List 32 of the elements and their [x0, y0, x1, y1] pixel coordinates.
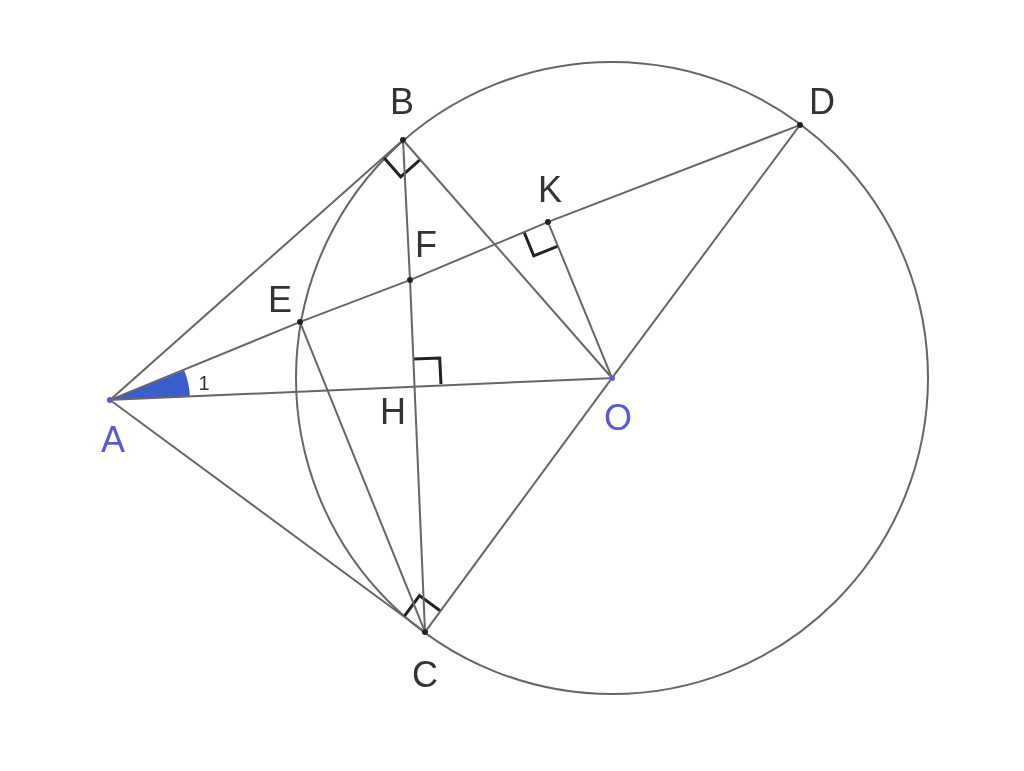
point-label: A	[101, 422, 125, 458]
line-segment	[548, 223, 612, 377]
line-segment	[425, 379, 612, 631]
angle-label: 1	[198, 373, 210, 393]
line-segment	[112, 377, 610, 401]
point-dot	[107, 397, 113, 403]
point-label: D	[809, 84, 835, 120]
point-label: B	[390, 84, 414, 120]
point-dot	[400, 137, 406, 143]
point-label: F	[415, 227, 437, 263]
point-dot	[545, 219, 551, 225]
line-segment	[111, 141, 402, 399]
line-segment	[300, 323, 425, 631]
point-label: E	[268, 282, 292, 318]
point-label: C	[412, 657, 438, 693]
point-dot	[422, 629, 428, 635]
line-segment	[549, 125, 799, 222]
line-segment	[402, 142, 411, 278]
line-segment	[111, 322, 299, 400]
point-dot	[297, 319, 303, 325]
line-segment	[404, 141, 611, 377]
line-segment	[612, 126, 800, 377]
point-dot	[407, 277, 413, 283]
point-label: K	[538, 172, 562, 208]
point-dot	[609, 375, 615, 381]
line-segment	[409, 282, 426, 630]
point-dot	[797, 122, 803, 128]
point-label: O	[604, 400, 632, 436]
line-segment	[301, 280, 409, 322]
point-label: H	[380, 394, 406, 430]
line-segment	[111, 400, 424, 632]
line-segment	[411, 222, 547, 280]
